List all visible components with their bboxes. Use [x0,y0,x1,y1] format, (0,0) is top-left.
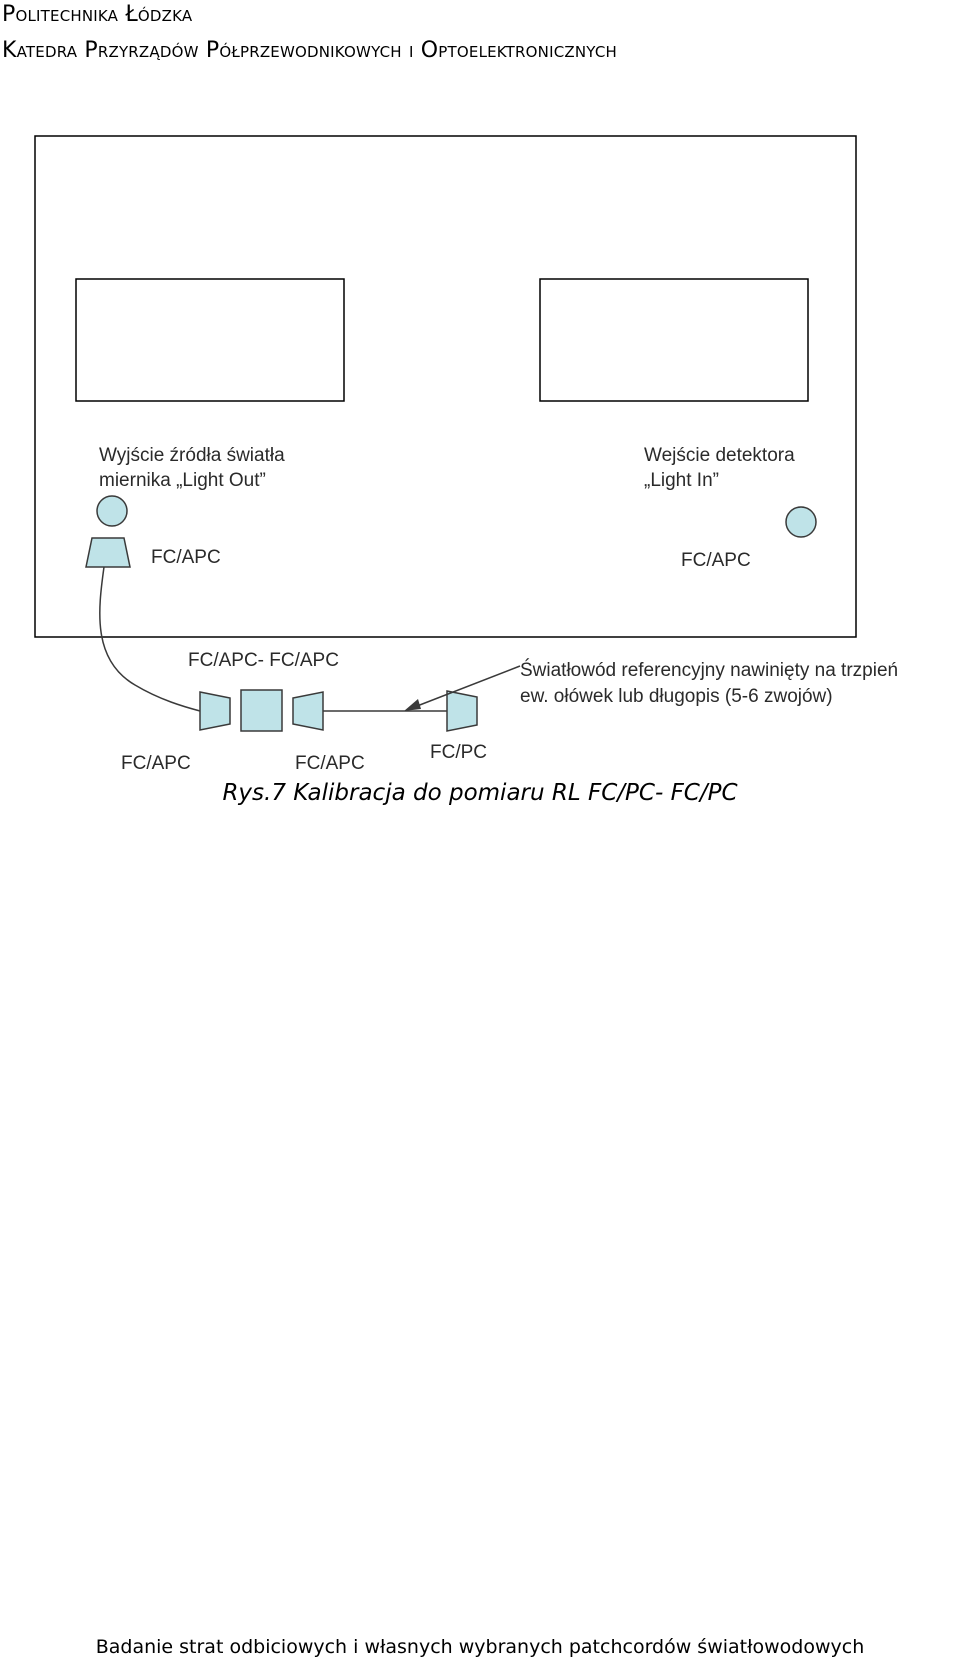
department-name: Katedra Przyrządów Półprzewodnikowych i … [2,38,617,63]
calibration-diagram: Wyjście źródła światła miernika „Light O… [34,135,898,774]
right-plug-label: FC/APC [295,753,365,774]
reference-fiber-label-line2: ew. ołówek lub długopis (5-6 zwojów) [520,686,833,707]
detector-connector-label: FC/APC [681,550,751,571]
adapter-body [240,689,283,732]
adapter-left-plug [199,691,231,731]
pointer-arrowhead [404,699,421,711]
source-display [75,278,345,402]
source-port [96,495,128,527]
source-plug [85,537,131,568]
pointer-line [411,665,521,709]
detector-label-line2: „Light In” [644,470,719,491]
detector-label-line1: Wejście detektora [644,445,795,466]
reference-fiber-label-line1: Światłowód referencyjny nawinięty na trz… [520,659,898,681]
meter-outline [34,135,857,638]
source-connector-label: FC/APC [151,547,221,568]
detector-display [539,278,809,402]
source-label-line2: miernika „Light Out” [99,470,266,491]
source-label-line1: Wyjście źródła światła [99,445,285,466]
reference-plug [446,690,478,732]
page-footer: Badanie strat odbiciowych i własnych wyb… [95,1636,865,1658]
fiber-source-to-adapter [99,566,201,712]
university-name: Politechnika Łódzka [2,2,193,27]
reference-plug-label: FC/PC [430,742,487,763]
figure-caption: Rys.7 Kalibracja do pomiaru RL FC/PC- FC… [222,780,738,806]
adapter-label: FC/APC- FC/APC [188,650,339,671]
adapter-right-plug [292,691,324,731]
detector-port [785,506,817,538]
left-plug-label: FC/APC [121,753,191,774]
